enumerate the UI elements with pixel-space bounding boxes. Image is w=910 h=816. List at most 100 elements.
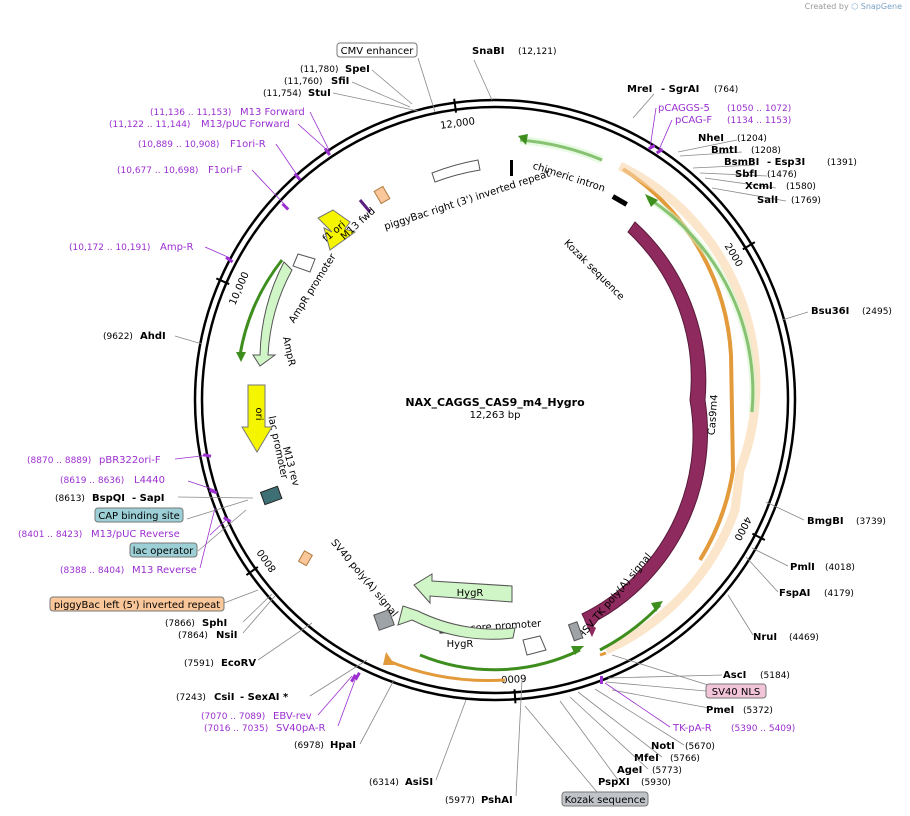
site-csii-pos: (7243) [176, 693, 206, 703]
site-hpai[interactable]: HpaI [330, 740, 356, 751]
primer-l4440[interactable]: L4440 [134, 475, 165, 486]
primer-l4440-pos: (8619 .. 8636) [60, 476, 124, 486]
primer-ebvrev[interactable]: EBV-rev [273, 711, 312, 722]
cap-binding-box[interactable] [94, 507, 184, 523]
f1ori-arrow [317, 209, 357, 251]
site-bmti[interactable]: BmtI [711, 145, 738, 156]
site-csii[interactable]: CsiI [214, 692, 234, 703]
primer-marks [202, 144, 664, 684]
site-nsii-pos: (7864) [178, 631, 208, 641]
site-ahdi-pos: (9622) [103, 332, 133, 342]
site-nsii[interactable]: NsiI [216, 630, 237, 641]
primer-pcaggs5[interactable]: pCAGGS-5 [658, 103, 710, 114]
sv40-nls-label: SV40 NLS [712, 687, 761, 698]
ef1a-arrow [522, 635, 547, 656]
primer-pbr322orif-pos: (8870 .. 8889) [27, 456, 91, 466]
primer-ampr[interactable]: Amp-R [160, 242, 194, 253]
snapgene-logo: ⬡ SnapGene [851, 2, 902, 11]
primer-pbr322orif[interactable]: pBR322ori-F [99, 455, 161, 466]
primer-m13pucreverse[interactable]: M13/pUC Reverse [91, 529, 180, 540]
site-ecorv-pos: (7591) [184, 659, 214, 669]
primer-m13reverse[interactable]: M13 Reverse [132, 565, 197, 576]
sv40-nls-box[interactable] [705, 683, 767, 699]
backbone-outer [193, 98, 797, 702]
site-ahdi[interactable]: AhdI [140, 331, 166, 342]
site-bsu36i-pos: (2495) [862, 307, 892, 317]
site-mfei[interactable]: MfeI [634, 753, 659, 764]
site-ecorv[interactable]: EcoRV [221, 658, 256, 669]
site-sgrai[interactable]: - SgrAI [661, 84, 699, 95]
site-noti-pos: (5670) [685, 742, 715, 752]
primer-m13forward[interactable]: M13 Forward [240, 107, 305, 118]
primer-leaders [174, 107, 673, 728]
hygr-arrow-1 [397, 605, 516, 640]
primer-f1orir[interactable]: F1ori-R [230, 139, 266, 150]
site-snabi[interactable]: SnaBI [472, 46, 504, 57]
snapgene-credit: Created by ⬡ SnapGene [804, 2, 902, 11]
restriction-site-labels: SnaBI (12,121) MreI - SgrAI (764) NheI (… [55, 46, 892, 806]
site-nrui-pos: (4469) [789, 633, 819, 643]
site-sali[interactable]: SalI [757, 195, 778, 206]
lac-operator-label: lac operator [133, 546, 194, 557]
site-mfei-pos: (5766) [670, 754, 700, 764]
cmv-enhancer-arrow [431, 159, 481, 183]
site-pspxi[interactable]: PspXI [598, 777, 630, 788]
site-sapi[interactable]: - SapI [132, 493, 164, 504]
ampr-green-arrowhead [236, 352, 246, 362]
site-bspqi[interactable]: BspQI [92, 493, 125, 504]
chimeric-intron-arrowhead [518, 134, 528, 145]
site-stui[interactable]: StuI [308, 88, 331, 99]
kozak-box[interactable] [561, 791, 649, 807]
site-bsmbi[interactable]: BsmBI [724, 157, 759, 168]
piggybac-left-box[interactable] [49, 596, 225, 612]
piggybac-left-label: piggyBac left (5') inverted repeat [54, 600, 220, 611]
site-bmgbi[interactable]: BmgBI [807, 516, 844, 527]
site-xcmi-pos: (1580) [786, 182, 816, 192]
site-esp3i[interactable]: - Esp3I [767, 157, 805, 168]
site-sphi[interactable]: SphI [202, 618, 227, 629]
orange-band-right [621, 167, 736, 562]
site-asci[interactable]: AscI [723, 670, 746, 681]
tick-mark [751, 532, 766, 541]
site-sbfi[interactable]: SbfI [735, 169, 757, 180]
site-bmti-pos: (1208) [751, 146, 781, 156]
tick-label: 10,000 [228, 270, 252, 306]
site-agei-pos: (5773) [652, 766, 682, 776]
site-nhei[interactable]: NheI [698, 133, 724, 144]
green-arrowhead-2 [651, 601, 663, 612]
primer-f1orif[interactable]: F1ori-F [208, 165, 243, 176]
site-bmgbi-pos: (3739) [856, 517, 886, 527]
site-mrei[interactable]: MreI [627, 84, 652, 95]
primer-sv40par-pos: (7016 .. 7035) [204, 724, 268, 734]
primer-sv40par[interactable]: SV40pA-R [276, 723, 325, 734]
site-agei[interactable]: AgeI [617, 765, 642, 776]
site-bsu36i[interactable]: Bsu36I [811, 306, 849, 317]
site-sfii[interactable]: SfiI [331, 76, 349, 87]
site-pshai[interactable]: PshAI [481, 795, 513, 806]
site-xcmi[interactable]: XcmI [745, 181, 773, 192]
site-pshai-pos: (5977) [445, 796, 475, 806]
site-pmli[interactable]: PmlI [790, 562, 815, 573]
lac-operator-box[interactable] [129, 542, 198, 558]
site-pmei[interactable]: PmeI [706, 705, 734, 716]
site-spei[interactable]: SpeI [345, 64, 370, 75]
plasmid-size: 12,263 bp [470, 410, 521, 421]
hygr-arrow-2 [413, 573, 513, 605]
cmv-enhancer-box[interactable] [336, 42, 418, 58]
primer-m13pucforward[interactable]: M13/pUC Forward [201, 119, 290, 130]
primer-tkpar[interactable]: TK-pA-R [672, 723, 712, 734]
intron-mark-2 [611, 194, 628, 207]
primer-m13pucforward-pos: (11,122 .. 11,144) [109, 120, 190, 130]
site-asisi[interactable]: AsiSI [405, 777, 433, 788]
primer-tkpar-pos: (5390 .. 5409) [731, 724, 795, 734]
site-sbfi-pos: (1476) [767, 170, 797, 180]
site-noti[interactable]: NotI [651, 741, 675, 752]
leader-lines [174, 57, 809, 799]
chimeric-intron-halo [519, 136, 604, 164]
primer-pcagf[interactable]: pCAG-F [675, 115, 712, 126]
site-mrei-pos: (764) [714, 85, 738, 95]
site-bsmbi-pos: (1391) [827, 158, 857, 168]
site-fspai[interactable]: FspAI [779, 588, 810, 599]
site-sexai[interactable]: - SexAI * [240, 692, 289, 703]
site-nrui[interactable]: NruI [753, 632, 777, 643]
